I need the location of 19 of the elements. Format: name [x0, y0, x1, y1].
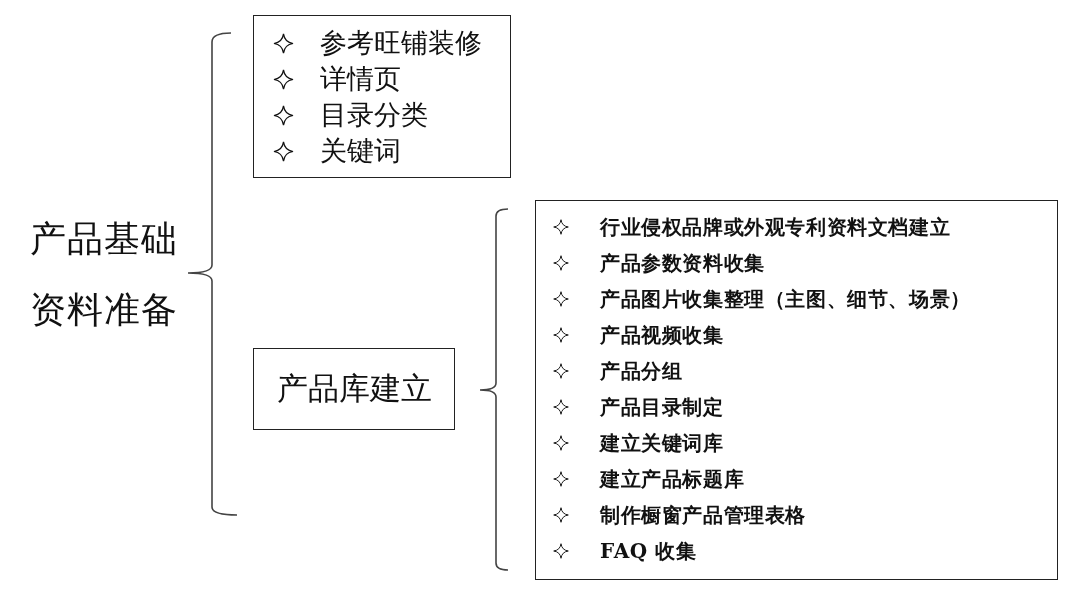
list-item-text: 参考旺铺装修	[320, 27, 482, 59]
list-item-text: 建立关键词库	[600, 431, 724, 455]
list-item-text: 产品分组	[600, 359, 683, 383]
node-label: 产品库建立	[276, 369, 432, 408]
list-item-text: 详情页	[320, 63, 401, 95]
list-item-text: FAQ 收集	[600, 539, 697, 563]
list-item-text: 建立产品标题库	[600, 467, 745, 491]
list-item-text: 目录分类	[320, 99, 428, 131]
list-item-text: 制作橱窗产品管理表格	[600, 503, 806, 527]
outlined-frame	[253, 348, 455, 430]
list-item-text: 关键词	[320, 135, 401, 167]
list-item-text: 产品视频收集	[600, 323, 724, 347]
bullet-list-frame	[253, 15, 511, 178]
list-item-text: 产品参数资料收集	[600, 251, 765, 275]
topic-label: 产品基础资料准备	[30, 203, 182, 345]
bullet-list-frame	[535, 200, 1058, 580]
list-item-text: 产品图片收集整理（主图、细节、场景）	[600, 287, 971, 311]
list-item-text: 产品目录制定	[600, 395, 724, 419]
list-item-text: 行业侵权品牌或外观专利资料文档建立	[600, 215, 951, 239]
